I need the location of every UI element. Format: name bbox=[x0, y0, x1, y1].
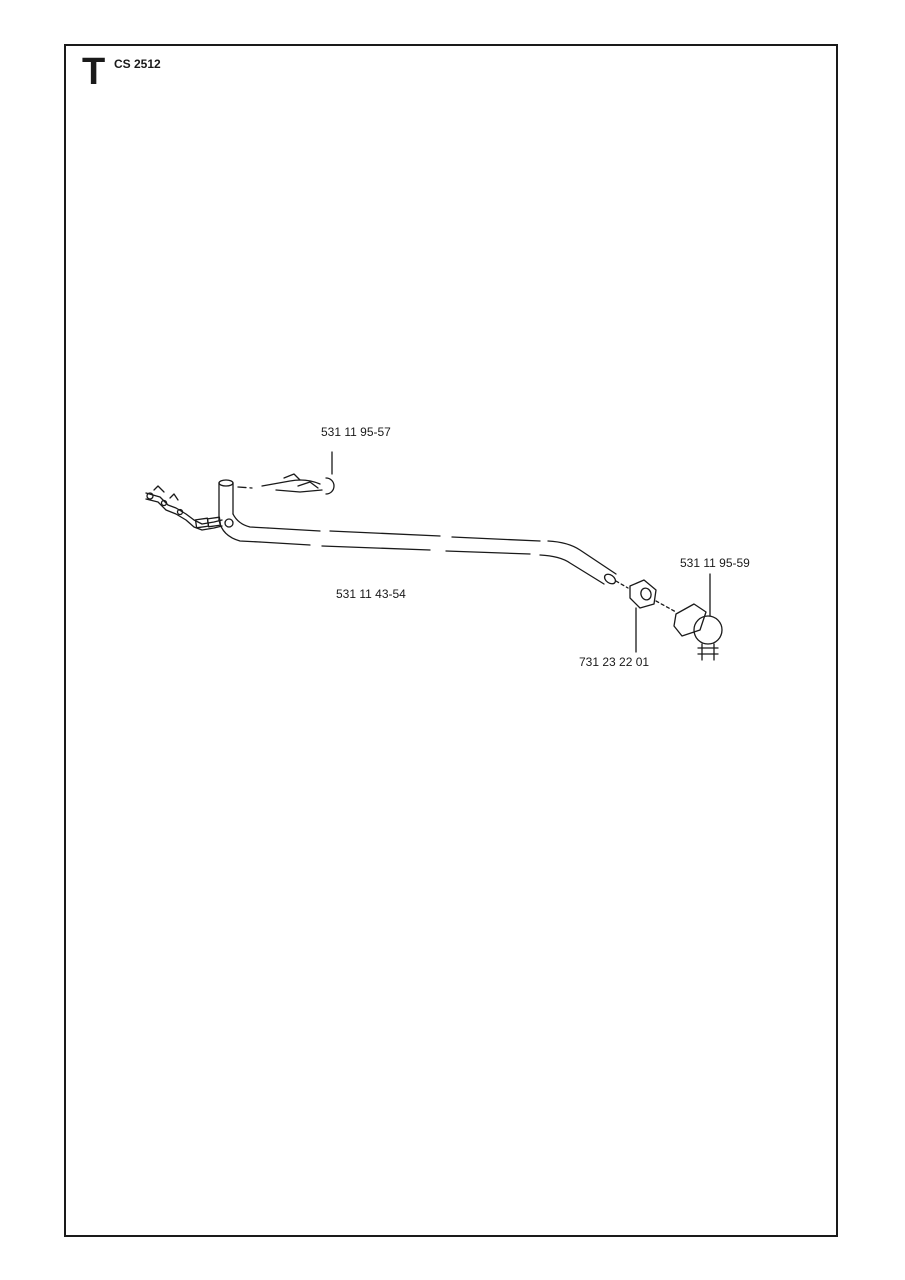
rod-upright bbox=[218, 479, 234, 528]
main-rod bbox=[218, 513, 617, 585]
section-letter: T bbox=[82, 51, 106, 93]
nut bbox=[615, 579, 657, 653]
part-number-ball-joint: 531 11 95-59 bbox=[680, 556, 750, 570]
page-frame bbox=[64, 44, 838, 1237]
linkage-spring bbox=[145, 485, 223, 531]
part-number-clip: 531 11 95-57 bbox=[321, 425, 391, 439]
part-number-nut: 731 23 22 01 bbox=[579, 655, 649, 669]
model-name: CS 2512 bbox=[114, 57, 161, 71]
leader-upright bbox=[237, 486, 253, 489]
ball-joint bbox=[655, 573, 723, 661]
hairpin-clip bbox=[261, 451, 335, 495]
part-number-rod: 531 11 43-54 bbox=[336, 587, 406, 601]
